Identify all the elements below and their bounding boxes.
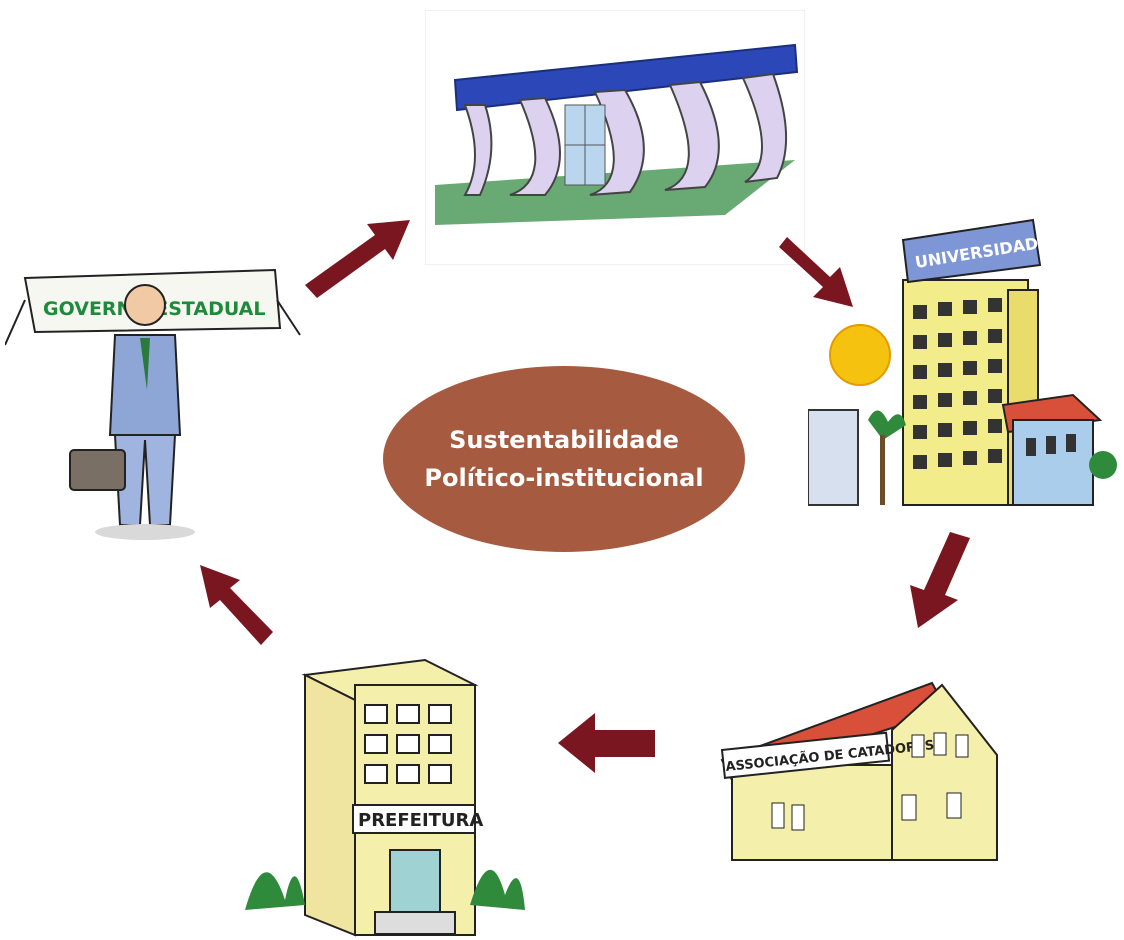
prefeitura-sign-text: PREFEITURA: [358, 810, 483, 831]
arrow-associacao-to-prefeitura: [558, 713, 655, 773]
arrow-universidade-to-associacao: [910, 532, 970, 628]
center-ellipse: Sustentabilidade Político-institucional: [383, 366, 745, 552]
arrow-prefeitura-to-governo: [200, 565, 273, 645]
arrow-planalto-to-universidade: [779, 237, 853, 307]
associacao-catadores-illustration: ASSOCIAÇÃO DE CATADORES: [712, 675, 1012, 865]
center-title-line2: Político-institucional: [424, 464, 704, 492]
governo-estadual-illustration: GOVERNO ESTADUAL: [5, 260, 305, 545]
arrow-governo-to-planalto: [305, 220, 410, 298]
universidade-building-illustration: UNIVERSIDADE: [808, 210, 1124, 510]
center-title-line1: Sustentabilidade: [449, 426, 679, 454]
prefeitura-building-illustration: PREFEITURA: [225, 640, 535, 940]
planalto-building-illustration: [425, 10, 805, 265]
